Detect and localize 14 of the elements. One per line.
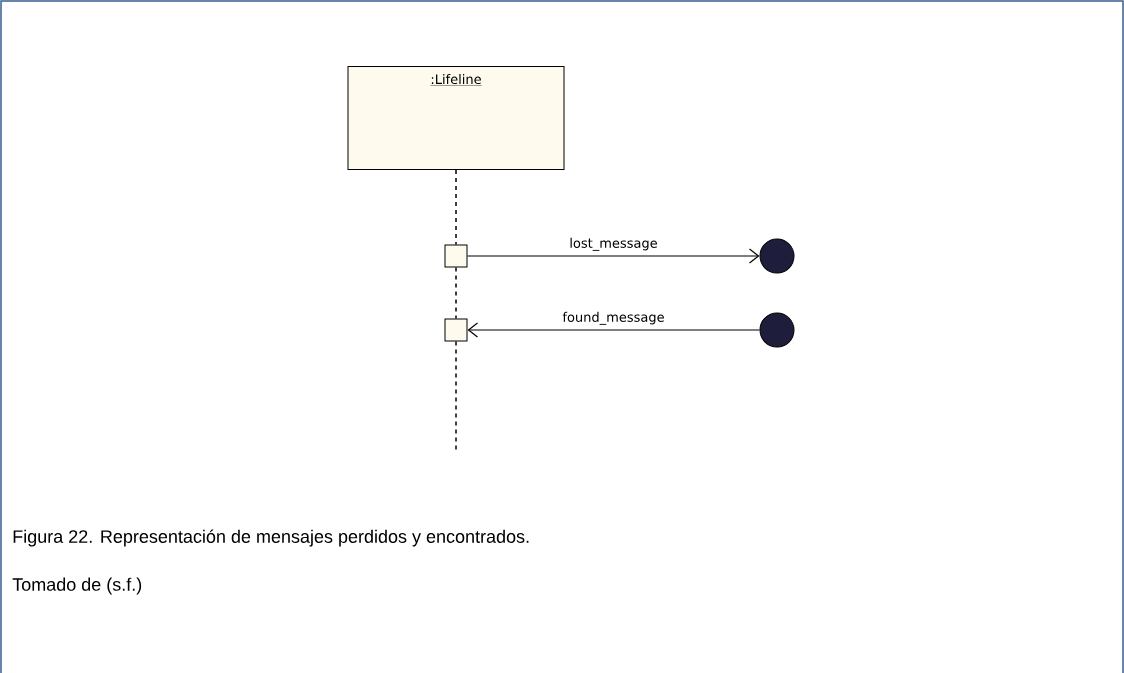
activation-box [444,318,468,342]
message-arrow [466,248,760,264]
edge-label: lost_message [570,237,657,251]
edge-label: found_message [562,311,664,325]
message-arrow [467,322,761,338]
lifeline [455,266,457,320]
message-endpoint-dot [759,238,795,274]
source-note: Tomado de (s.f.) [12,577,142,595]
message-endpoint-dot [759,312,795,348]
lifeline [455,340,457,453]
activation-box [444,244,468,268]
lifeline-box: :Lifeline [347,66,565,170]
caption: Figura 22. Representación de mensajes perdidos y encontrados. [13,529,529,547]
lifeline [455,169,457,246]
